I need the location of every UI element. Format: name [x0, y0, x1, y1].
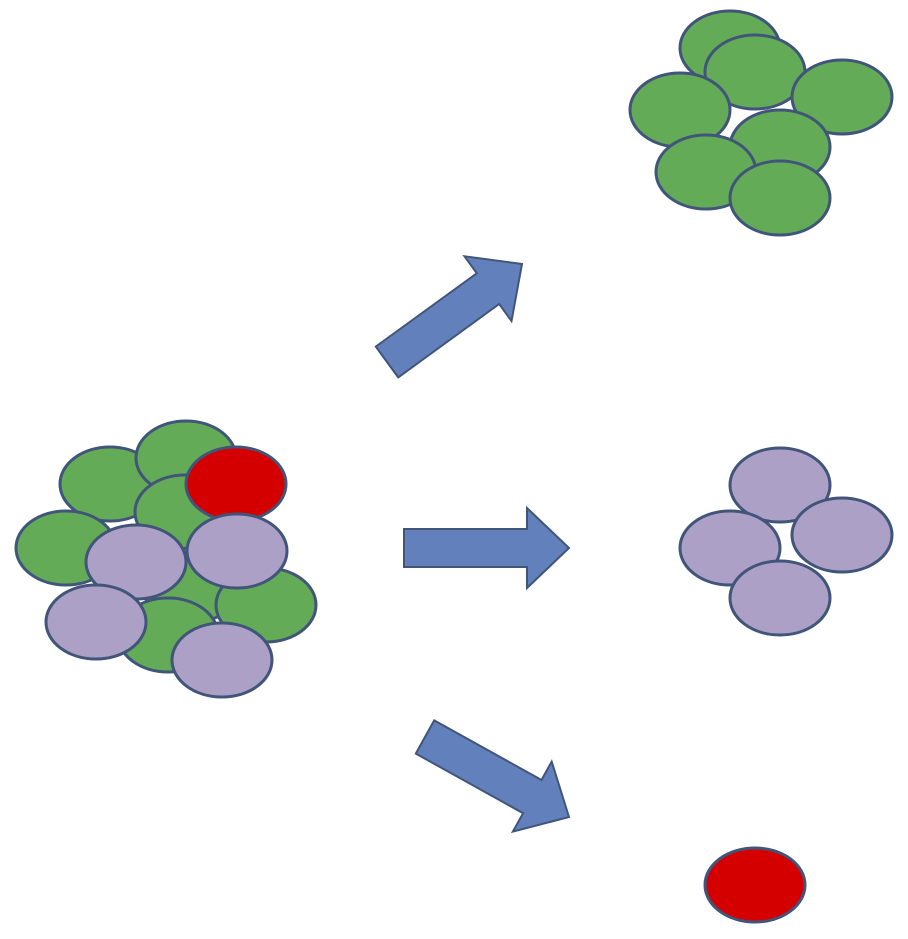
- purple-cell-cluster: [678, 446, 894, 637]
- purple-cell: [728, 446, 832, 524]
- red-cell-group: [703, 846, 807, 924]
- red-cell: [703, 846, 807, 924]
- mixed-cell-cluster: [14, 419, 318, 699]
- red-cell: [184, 445, 288, 523]
- arrow-to-red-arrow: [414, 719, 571, 834]
- purple-cell: [185, 512, 289, 590]
- purple-cell: [728, 559, 832, 637]
- sorting-arrows: [374, 254, 571, 834]
- green-cell: [728, 159, 832, 237]
- arrow-to-green-arrow: [374, 254, 524, 379]
- purple-cell: [44, 583, 148, 661]
- purple-cell: [170, 621, 274, 699]
- green-cell: [790, 58, 894, 136]
- green-cell-cluster: [628, 9, 894, 237]
- purple-cell: [790, 496, 894, 574]
- arrow-to-purple-arrow: [403, 505, 571, 591]
